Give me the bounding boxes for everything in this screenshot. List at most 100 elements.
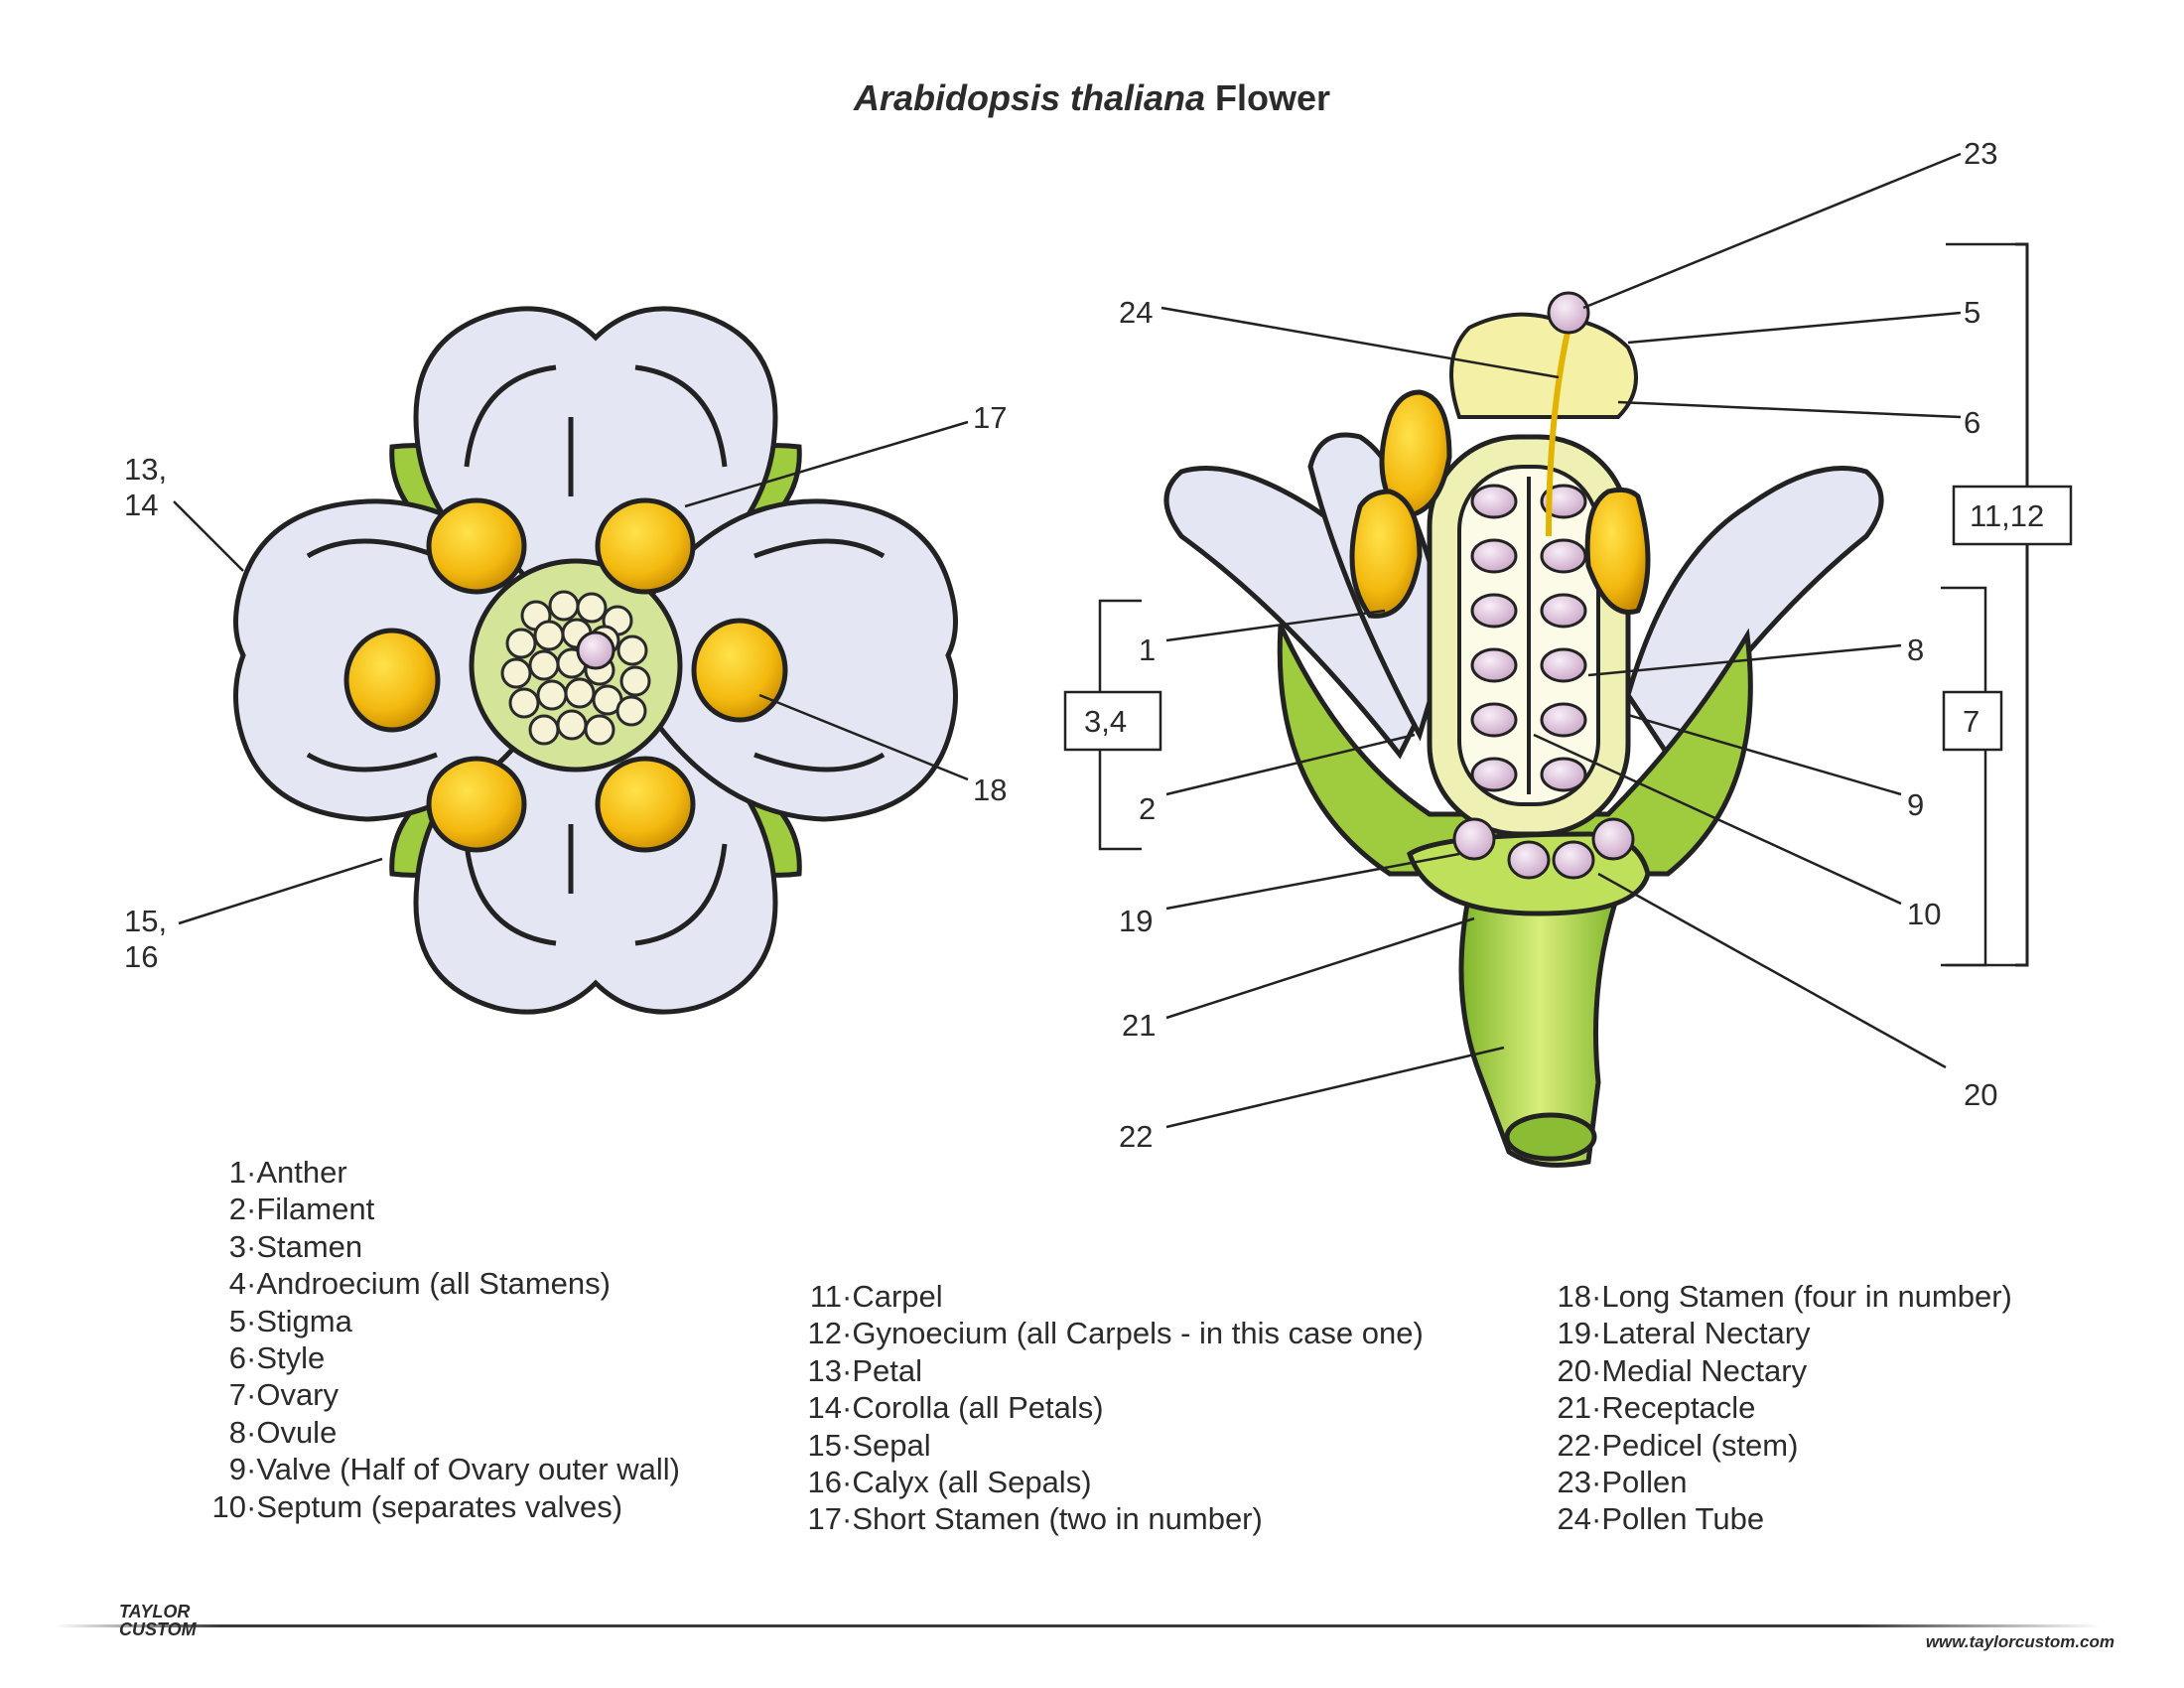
legend-text: Pollen Tube — [1601, 1501, 1765, 1537]
legend-item: 14·Corolla (all Petals) — [794, 1389, 1424, 1426]
legend-item: 21·Receptacle — [1544, 1389, 2012, 1426]
side-ovules — [1470, 484, 1587, 792]
legend-item: 5·Stigma — [199, 1303, 680, 1339]
legend-item: 11·Carpel — [794, 1278, 1424, 1315]
legend-item: 7·Ovary — [199, 1376, 680, 1413]
label-21: 21 — [1122, 1008, 1157, 1043]
legend-item: 3·Stamen — [199, 1228, 680, 1265]
top-anthers — [343, 497, 788, 853]
legend-number: 18 — [1557, 1279, 1591, 1314]
side-petal-right — [1625, 466, 1884, 760]
logo-line-1: TAYLOR — [119, 1602, 191, 1621]
legend-text: Androecium (all Stamens) — [256, 1266, 611, 1302]
label-17: 17 — [973, 400, 1008, 435]
legend-number: 19 — [1557, 1316, 1591, 1351]
legend-text: Short Stamen (two in number) — [852, 1501, 1263, 1537]
legend-item: 2·Filament — [199, 1191, 680, 1227]
label-15-16: 15, 16 — [124, 904, 167, 975]
label-16: 16 — [124, 939, 159, 974]
legend-text: Gynoecium (all Carpels - in this case on… — [852, 1316, 1424, 1351]
petal-veins — [306, 364, 886, 946]
legend-text: Ovule — [256, 1414, 338, 1450]
legend-number: 10 — [211, 1488, 246, 1524]
label-6: 6 — [1964, 405, 1981, 440]
label-8: 8 — [1907, 633, 1925, 667]
legend-text: Sepal — [852, 1427, 931, 1463]
legend-text: Anther — [256, 1155, 347, 1190]
side-view-flower — [1163, 291, 1884, 1168]
top-pollen-grain — [576, 631, 615, 670]
legend-number: 21 — [1557, 1390, 1591, 1426]
legend-item: 1·Anther — [199, 1154, 680, 1191]
label-10: 10 — [1907, 897, 1942, 931]
legend-item: 9·Valve (Half of Ovary outer wall) — [199, 1451, 680, 1487]
legend-number: 16 — [807, 1465, 842, 1500]
legend-text: Ovary — [256, 1377, 340, 1413]
legend-text: Filament — [256, 1192, 375, 1227]
title-species: Arabidopsis thaliana — [853, 77, 1206, 118]
legend-text: Medial Nectary — [1601, 1352, 1808, 1388]
legend-number: 14 — [807, 1390, 842, 1426]
label-15: 15, — [124, 904, 168, 938]
legend-number: 1 — [228, 1155, 246, 1190]
legend-number: 20 — [1557, 1352, 1591, 1388]
label-14: 14 — [124, 488, 159, 522]
legend-item: 22·Pedicel (stem) — [1544, 1427, 2012, 1464]
legend-text: Septum (separates valves) — [256, 1488, 623, 1524]
legend-text: Stamen — [256, 1228, 363, 1264]
legend-number: 5 — [228, 1303, 246, 1338]
side-pedicel — [1458, 891, 1622, 1168]
legend-column-3: 18·Long Stamen (four in number) 19·Later… — [1544, 1278, 2012, 1538]
label-13-14: 13, 14 — [124, 452, 167, 523]
legend-number: 9 — [228, 1452, 246, 1487]
legend-item: 12·Gynoecium (all Carpels - in this case… — [794, 1315, 1424, 1351]
legend-number: 8 — [228, 1414, 246, 1450]
legend-text: Receptacle — [1601, 1390, 1756, 1426]
legend-text: Style — [256, 1340, 326, 1376]
label-23: 23 — [1964, 136, 1998, 171]
legend-number: 6 — [228, 1340, 246, 1376]
legend-number: 7 — [228, 1377, 246, 1413]
side-nectaries — [1452, 817, 1635, 880]
legend-number: 11 — [809, 1279, 842, 1314]
leader-lines — [173, 152, 2029, 1129]
pedicel-end — [1504, 1112, 1597, 1162]
legend-item: 8·Ovule — [199, 1414, 680, 1451]
legend-text: Lateral Nectary — [1601, 1316, 1811, 1351]
legend-text: Petal — [852, 1352, 922, 1388]
legend-number: 2 — [228, 1192, 246, 1227]
label-2: 2 — [1139, 791, 1157, 826]
label-24: 24 — [1119, 295, 1154, 330]
website-url: www.taylorcustom.com — [1925, 1632, 2115, 1651]
label-3-4: 3,4 — [1084, 704, 1128, 739]
legend-text: Carpel — [852, 1279, 943, 1314]
legend-item: 13·Petal — [794, 1352, 1424, 1389]
legend-text: Corolla (all Petals) — [852, 1390, 1104, 1426]
label-7: 7 — [1963, 704, 1980, 739]
legend-column-2: 11·Carpel 12·Gynoecium (all Carpels - in… — [794, 1278, 1424, 1538]
page-title: Arabidopsis thaliana Flower — [0, 77, 2184, 119]
legend-item: 19·Lateral Nectary — [1544, 1315, 2012, 1351]
logo-line-2: CUSTOM — [119, 1619, 197, 1639]
label-18: 18 — [973, 773, 1008, 807]
legend-text: Pollen — [1601, 1465, 1688, 1500]
legend-number: 4 — [228, 1266, 246, 1302]
title-suffix: Flower — [1215, 77, 1331, 118]
side-sepal-cup — [1277, 624, 1753, 877]
legend-column-1: 1·Anther 2·Filament 3·Stamen 4·Androeciu… — [199, 1154, 681, 1525]
legend-text: Pedicel (stem) — [1601, 1427, 1799, 1463]
label-13: 13, — [124, 452, 168, 487]
top-view-flower — [233, 306, 958, 1015]
side-pollen-tube — [1546, 327, 1571, 537]
legend-item: 4·Androecium (all Stamens) — [199, 1265, 680, 1302]
label-5: 5 — [1964, 295, 1981, 330]
legend-text: Long Stamen (four in number) — [1601, 1279, 2012, 1314]
legend-item: 20·Medial Nectary — [1544, 1352, 2012, 1389]
legend-text: Calyx (all Sepals) — [852, 1465, 1092, 1500]
label-22: 22 — [1119, 1119, 1154, 1154]
label-20: 20 — [1964, 1077, 1998, 1112]
legend-number: 3 — [228, 1228, 246, 1264]
legend-item: 23·Pollen — [1544, 1464, 2012, 1500]
